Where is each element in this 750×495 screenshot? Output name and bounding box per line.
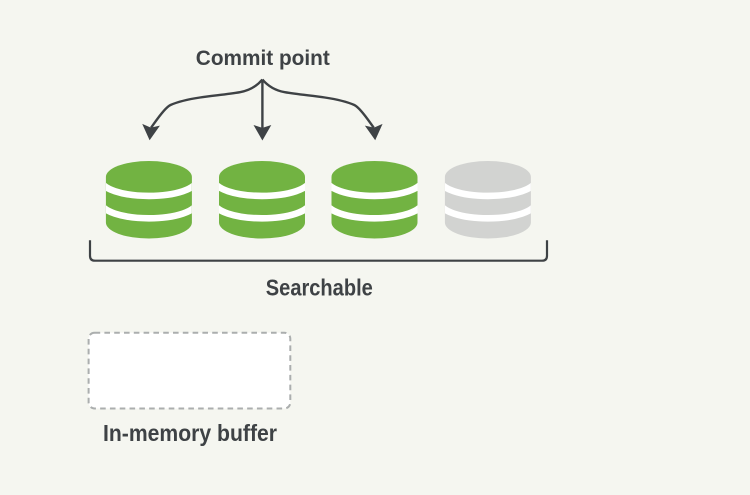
svg-text:Searchable: Searchable (266, 275, 373, 301)
svg-text:Commit point: Commit point (196, 46, 330, 70)
svg-text:In-memory buffer: In-memory buffer (103, 420, 277, 446)
